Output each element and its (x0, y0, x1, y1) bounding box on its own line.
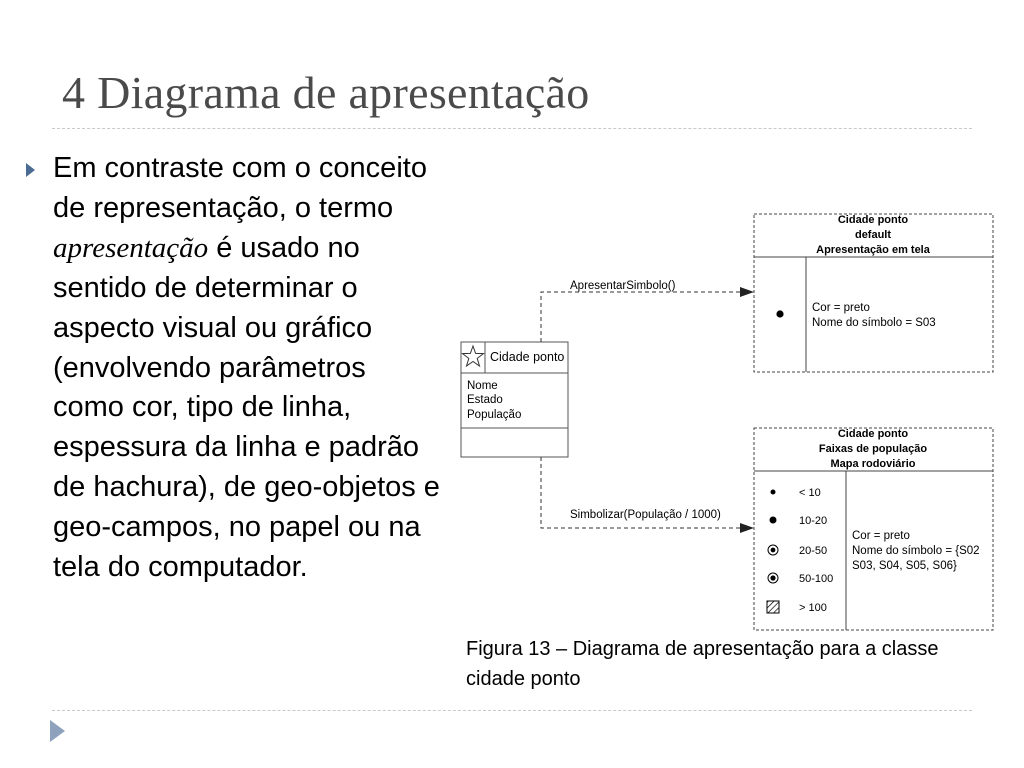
footer-divider (52, 710, 972, 711)
connector-top: ApresentarSimbolo() (540, 280, 754, 342)
box-header-line: Faixas de população (819, 443, 927, 455)
box-header-line: default (855, 229, 891, 241)
range-label: > 100 (799, 602, 827, 614)
presentation-box-default: Cidade ponto default Apresentação em tel… (753, 213, 994, 373)
box-property: S03, S04, S05, S06} (852, 560, 957, 572)
arrowhead-icon (740, 287, 754, 297)
figure-caption: Figura 13 – Diagrama de apresentação par… (466, 638, 939, 690)
presentation-box-ranges: Cidade ponto Faixas de população Mapa ro… (753, 427, 994, 631)
title-divider (52, 128, 972, 129)
range-label: 50-100 (799, 573, 833, 585)
next-slide-arrow-icon[interactable] (50, 720, 65, 742)
dot-symbol-icon (769, 516, 777, 524)
box-header-line: Mapa rodoviário (831, 458, 916, 470)
range-label: 20-50 (799, 545, 827, 557)
star-icon (461, 344, 485, 368)
box-header-line: Cidade ponto (838, 214, 909, 226)
arrow-label-top: ApresentarSimbolo() (570, 280, 676, 292)
box-property: Nome do símbolo = {S02 (852, 545, 980, 557)
box-property: Cor = preto (852, 530, 910, 542)
box-header-line: Apresentação em tela (816, 244, 931, 256)
arrow-label-bottom: Simbolizar(População / 1000) (570, 509, 721, 521)
bullet-arrow-icon (26, 163, 35, 177)
range-label: < 10 (799, 487, 821, 499)
class-name: Cidade ponto (490, 350, 564, 364)
ringed-dot-symbol-icon (767, 572, 779, 584)
box-property: Nome do símbolo = S03 (812, 317, 936, 329)
box-property: Cor = preto (812, 302, 870, 314)
bullet-text: Em contraste com o conceito de represent… (53, 149, 443, 588)
bullet-text-part-2: é usado no sentido de determinar o aspec… (53, 231, 440, 584)
class-attribute: Estado (467, 394, 503, 406)
class-box: Cidade ponto Nome Estado População (460, 341, 569, 458)
connector-bottom: Simbolizar(População / 1000) (540, 457, 754, 533)
ringed-dot-symbol-icon (767, 544, 779, 556)
hatched-square-symbol-icon (766, 600, 780, 614)
class-attribute: População (467, 409, 521, 421)
bullet-text-emphasis: apresentação (53, 231, 209, 264)
small-dot-symbol-icon (770, 489, 776, 495)
bullet-text-part-1: Em contraste com o conceito de represent… (53, 152, 427, 224)
arrowhead-icon (740, 523, 754, 533)
range-label: 10-20 (799, 515, 827, 527)
point-symbol-icon (776, 310, 784, 318)
slide-title: 4 Diagrama de apresentação (62, 67, 590, 118)
box-header-line: Cidade ponto (838, 428, 909, 440)
class-attribute: Nome (467, 380, 498, 392)
